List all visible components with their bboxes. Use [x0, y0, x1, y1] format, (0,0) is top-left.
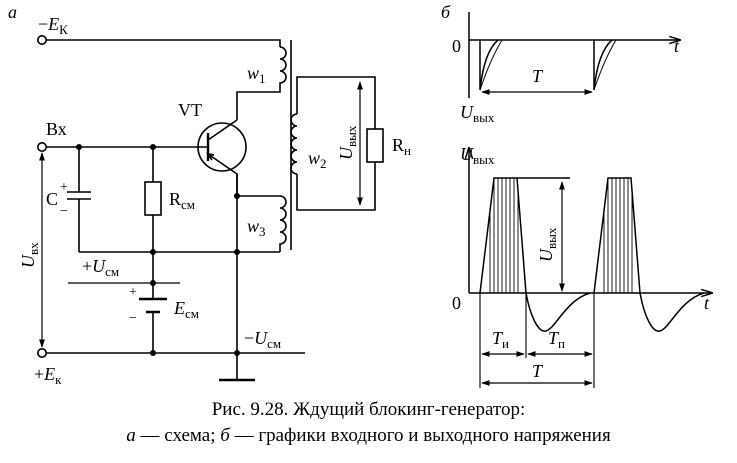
top-pulse-2-inner: [593, 39, 617, 91]
label-vx: Вх: [46, 119, 67, 139]
bottom-pulse-2: [593, 177, 705, 332]
label-rn: Rн: [392, 135, 411, 158]
capacitor-c: [67, 147, 91, 252]
label-uvyh-vertical: Uвых: [336, 125, 359, 160]
top-period-label: T: [532, 66, 544, 86]
caption-a-letter: а: [126, 425, 136, 446]
label-c-plus: +: [60, 180, 68, 195]
terminal-plus-ek: [36, 347, 47, 358]
panel-b-letter: б: [441, 2, 451, 22]
winding-w3: [237, 195, 287, 252]
circuit-labels: а −EК w1 VT Вх w2 Rн Uвых C + − Rсм w3: [8, 2, 411, 387]
winding-w1: [236, 46, 287, 120]
label-c-minus: −: [60, 204, 68, 219]
label-minus-ek: −EК: [38, 14, 68, 37]
wire-top-rail: [46, 39, 281, 47]
bottom-pulse-1: [479, 177, 591, 332]
caption-b-text: — графики входного и выходного напряжени…: [229, 425, 611, 446]
waveform-labels: б 0 t T Uвых Uвых Uвых 0 t Tи Tп T: [441, 2, 710, 381]
top-zero-label: 0: [452, 36, 461, 56]
vt-collector: [207, 119, 238, 141]
caption-a-text: — схема;: [135, 425, 221, 446]
vt-emitter-arrow: [206, 152, 215, 161]
bottom-period-label: T: [532, 361, 544, 381]
label-esm: Eсм: [173, 298, 199, 321]
caption-line-1: Рис. 9.28. Ждущий блокинг-генератор:: [211, 399, 526, 420]
label-plus-ek: +Eк: [34, 364, 62, 387]
terminal-minus-ek: [36, 34, 47, 45]
winding-w2: [290, 113, 298, 175]
label-uvx-vertical: Uвх: [18, 242, 41, 268]
top-ylabel: Uвых: [460, 102, 495, 125]
resistor-rn: [366, 128, 384, 163]
top-t-label: t: [674, 36, 680, 56]
tp-label: Tп: [548, 328, 565, 351]
circuit-schematic: [36, 34, 384, 382]
waveform-graphs: [469, 12, 712, 388]
label-rsm: Rсм: [169, 189, 195, 212]
label-esm-minus: −: [129, 311, 137, 326]
pulse-hatching: [489, 178, 633, 293]
panel-a-letter: а: [8, 2, 17, 22]
dimension-extensions: [479, 293, 595, 388]
bottom-ylabel: Uвых: [460, 144, 495, 167]
wire-load-loop: [296, 76, 376, 211]
label-w3: w3: [247, 216, 266, 239]
caption-line-2: а — схема; б — графики входного и выходн…: [0, 424, 737, 448]
label-esm-plus: +: [129, 285, 137, 300]
label-vt: VT: [178, 100, 202, 120]
vt-emitter: [207, 153, 238, 196]
battery-esm: [139, 297, 167, 314]
caption-b-letter: б: [220, 425, 230, 446]
figure: а −EК w1 VT Вх w2 Rн Uвых C + − Rсм w3: [8, 2, 737, 388]
bottom-t-label: t: [704, 293, 710, 313]
label-w2: w2: [308, 148, 327, 171]
terminal-vx: [36, 142, 47, 153]
top-pulse-1-inner: [479, 39, 503, 91]
label-plus-usm: +Uсм: [82, 256, 119, 279]
bottom-zero-label: 0: [452, 293, 461, 313]
label-minus-usm: −Uсм: [244, 328, 281, 351]
junction-dots: [76, 144, 240, 356]
bottom-amplitude-label: Uвых: [536, 227, 559, 262]
resistor-rsm: [144, 181, 162, 216]
ti-label: Tи: [492, 328, 509, 351]
label-w1: w1: [247, 63, 266, 86]
label-c: C: [46, 189, 58, 209]
